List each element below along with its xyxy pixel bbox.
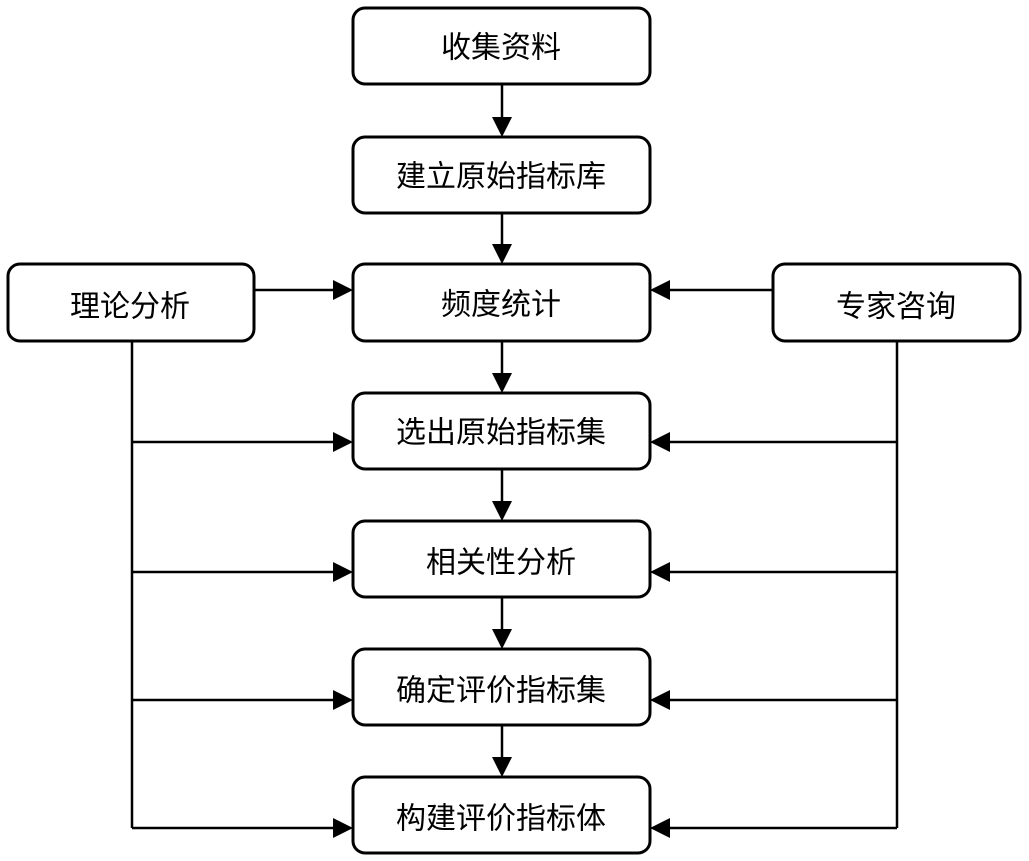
main-chain-edges <box>492 84 512 777</box>
node-expert-label: 专家咨询 <box>836 290 956 325</box>
edge-build-lib-to-freq <box>492 213 512 264</box>
node-corr: 相关性分析 <box>351 519 652 599</box>
node-confirm-label: 确定评价指标集 <box>396 674 606 709</box>
edge-expert-to-confirm <box>650 690 897 710</box>
node-select: 选出原始指标集 <box>351 391 652 471</box>
node-build-lib-label: 建立原始指标库 <box>396 160 606 195</box>
theory-branch-edges <box>130 280 353 838</box>
edge-expert-to-select <box>650 432 897 452</box>
node-construct-label: 构建评价指标体 <box>396 802 606 837</box>
edge-expert-to-construct <box>650 818 897 838</box>
node-corr-label: 相关性分析 <box>426 546 576 581</box>
node-confirm: 确定评价指标集 <box>351 647 652 727</box>
node-construct: 构建评价指标体 <box>351 775 652 855</box>
edge-theory-to-freq <box>254 280 353 300</box>
edge-theory-to-confirm <box>132 690 353 710</box>
edge-expert-to-corr <box>650 562 897 582</box>
edge-expert-to-freq <box>650 280 773 300</box>
edge-freq-to-select <box>492 341 512 393</box>
edge-theory-to-corr <box>132 562 353 582</box>
edge-select-to-corr <box>492 469 512 521</box>
node-collect-label: 收集资料 <box>441 31 561 66</box>
edge-theory-to-select <box>132 432 353 452</box>
edge-theory-to-construct <box>132 818 353 838</box>
edge-corr-to-confirm <box>492 597 512 649</box>
node-freq-label: 频度统计 <box>441 288 561 323</box>
expert-branch-edges <box>650 280 899 838</box>
node-build-lib: 建立原始指标库 <box>351 135 652 215</box>
node-theory: 理论分析 <box>6 262 256 343</box>
node-theory-label: 理论分析 <box>70 290 190 325</box>
node-collect: 收集资料 <box>351 6 652 86</box>
node-freq: 频度统计 <box>351 262 652 343</box>
node-expert: 专家咨询 <box>771 262 1022 343</box>
edge-collect-to-build-lib <box>492 84 512 137</box>
node-select-label: 选出原始指标集 <box>396 416 606 451</box>
edge-confirm-to-construct <box>492 725 512 777</box>
